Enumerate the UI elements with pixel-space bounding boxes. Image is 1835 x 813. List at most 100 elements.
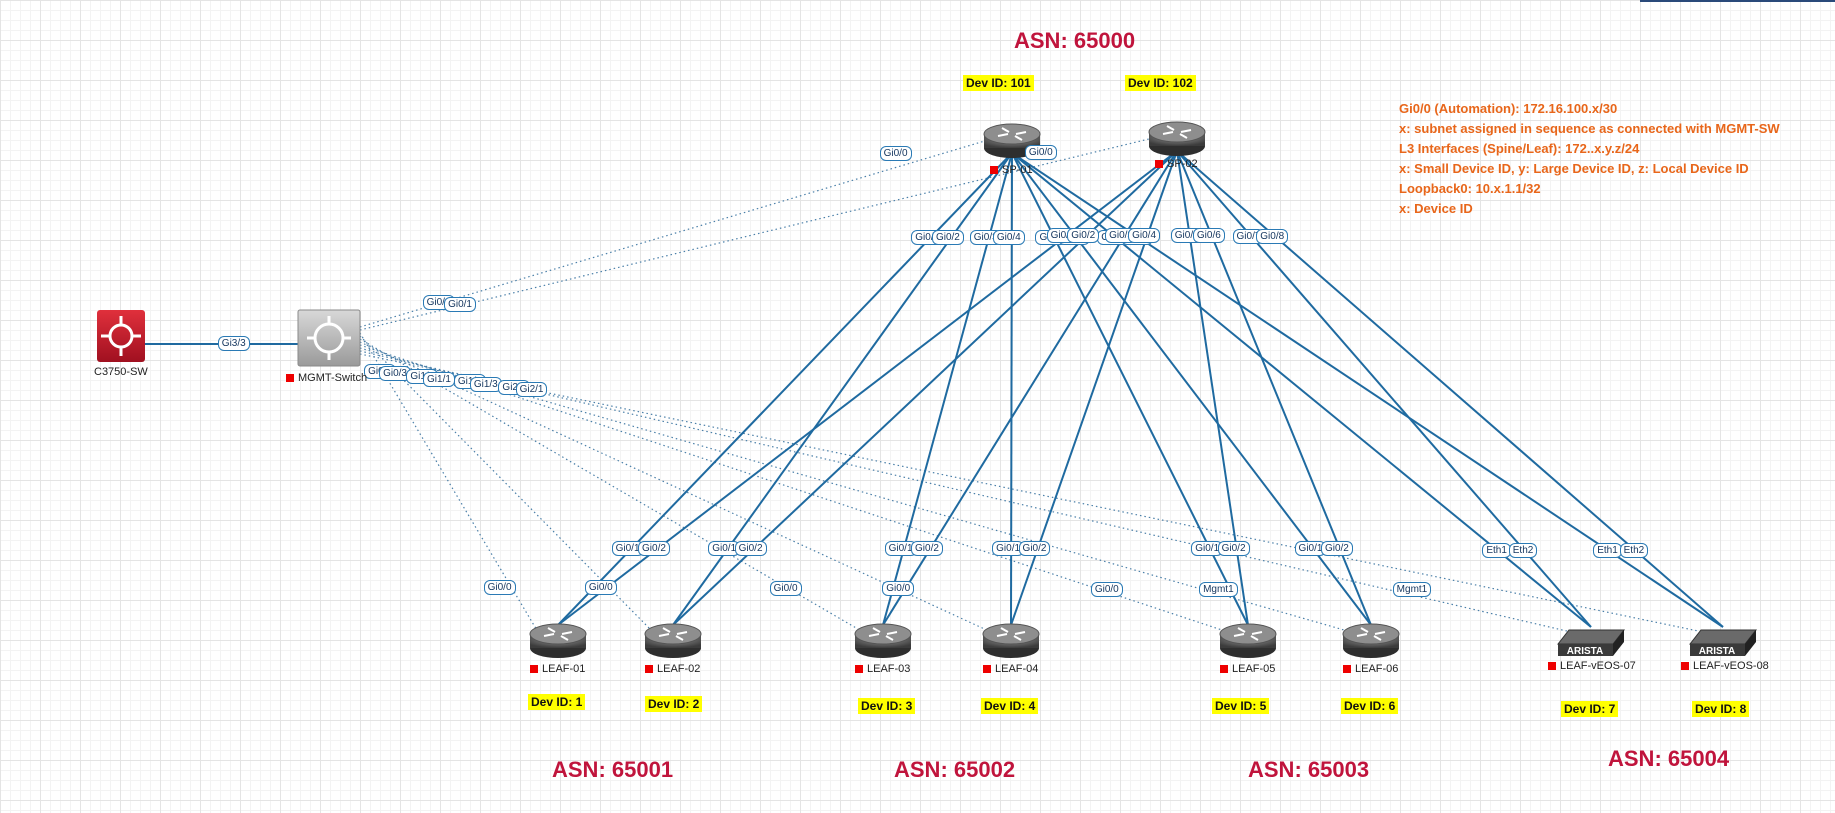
asn-label-leaf78: ASN: 65004 xyxy=(1608,746,1730,771)
leaf-port-label[interactable]: Gi0/2 xyxy=(911,541,943,557)
mgmt-port-label[interactable]: Gi0/0 xyxy=(769,580,802,596)
mgmt-port-label[interactable]: Gi0/1 xyxy=(444,297,476,313)
router-icon-sp02[interactable] xyxy=(1148,121,1206,156)
leaf-port-label[interactable]: Gi0/2 xyxy=(1320,541,1353,557)
device-name: LEAF-02 xyxy=(657,663,701,675)
router-icon-leaf02[interactable] xyxy=(644,623,702,658)
spine-port-label[interactable]: Gi0/4 xyxy=(1128,228,1161,244)
svg-text:ARISTA: ARISTA xyxy=(1567,646,1603,657)
status-indicator xyxy=(1343,665,1351,674)
device-label-leaf02: LEAF-02 xyxy=(645,663,700,675)
device-id-badge-sp02: Dev ID: 102 xyxy=(1125,75,1196,91)
status-indicator xyxy=(1155,160,1163,169)
note-line: x: subnet assigned in sequence as connec… xyxy=(1399,121,1780,136)
mgmt-port-label[interactable]: Gi0/0 xyxy=(1090,581,1123,597)
arista-switch-icon-veos08[interactable]: ARISTA xyxy=(1688,629,1758,657)
leaf-port-label[interactable]: Eth1 xyxy=(1482,543,1511,559)
mgmt-link-leaf04 xyxy=(359,341,992,633)
device-label-sp02: SP-02 xyxy=(1155,158,1198,170)
spine-port-label[interactable]: Gi0/6 xyxy=(1192,228,1225,244)
leaf-port-label[interactable]: Eth2 xyxy=(1508,542,1538,558)
device-label-sp01: SP-01 xyxy=(990,164,1033,176)
device-id-badge-leaf02: Dev ID: 2 xyxy=(645,696,703,712)
status-indicator xyxy=(855,665,863,674)
mgmt-link-sp01 xyxy=(359,139,989,328)
device-label-c3750: C3750-SW xyxy=(94,366,148,378)
mgmt-port-label[interactable]: Gi2/1 xyxy=(515,382,548,398)
note-line: L3 Interfaces (Spine/Leaf): 172..x.y.z/2… xyxy=(1399,141,1640,156)
device-id-badge-leaf05: Dev ID: 5 xyxy=(1212,698,1270,714)
status-indicator xyxy=(645,665,653,674)
asn-label-leaf56: ASN: 65003 xyxy=(1248,757,1370,782)
device-label-leaf04: LEAF-04 xyxy=(983,663,1038,675)
router-icon-leaf04[interactable] xyxy=(982,623,1040,658)
device-id-badge-leaf06: Dev ID: 6 xyxy=(1341,698,1399,714)
spine-port-label[interactable]: Gi0/8 xyxy=(1256,228,1289,244)
device-name: LEAF-01 xyxy=(542,663,586,675)
device-label-leaf03: LEAF-03 xyxy=(855,663,910,675)
status-indicator xyxy=(1681,662,1689,671)
device-name: LEAF-06 xyxy=(1355,663,1399,675)
device-id-badge-leaf01: Dev ID: 1 xyxy=(528,694,586,710)
leaf-port-label[interactable]: Gi0/2 xyxy=(1217,541,1250,557)
device-name: C3750-SW xyxy=(94,366,148,378)
device-label-leaf05: LEAF-05 xyxy=(1220,663,1275,675)
mgmt-port-label[interactable]: Mgmt1 xyxy=(1392,582,1432,598)
mgmt-port-label[interactable]: Mgmt1 xyxy=(1199,581,1238,597)
device-name: LEAF-03 xyxy=(867,663,911,675)
device-id-badge-leaf03: Dev ID: 3 xyxy=(858,698,916,714)
device-name: SP-01 xyxy=(1002,164,1033,176)
router-icon-leaf03[interactable] xyxy=(854,623,912,658)
device-label-veos08: LEAF-vEOS-08 xyxy=(1681,660,1769,672)
status-indicator xyxy=(1220,665,1228,674)
router-icon-leaf01[interactable] xyxy=(529,623,587,658)
mgmt-port-label[interactable]: Gi3/3 xyxy=(217,336,250,351)
spine-port-label[interactable]: Gi0/2 xyxy=(931,229,964,245)
arista-switch-icon-veos07[interactable]: ARISTA xyxy=(1556,629,1626,657)
spine-port-label[interactable]: Gi0/2 xyxy=(1067,228,1100,244)
device-name: LEAF-04 xyxy=(995,663,1039,675)
top-edge-bar xyxy=(1640,0,1835,2)
note-line: Gi0/0 (Automation): 172.16.100.x/30 xyxy=(1399,101,1618,116)
leaf-port-label[interactable]: Gi0/2 xyxy=(1018,541,1051,557)
status-indicator xyxy=(990,166,998,175)
mgmt-port-label[interactable]: Gi0/0 xyxy=(584,580,617,596)
status-indicator xyxy=(286,374,294,383)
note-line: Loopback0: 10.x.1.1/32 xyxy=(1399,181,1541,196)
device-label-mgmt: MGMT-Switch xyxy=(286,372,367,384)
mgmt-port-label[interactable]: Gi0/0 xyxy=(483,580,516,596)
leaf-port-label[interactable]: Gi0/2 xyxy=(734,541,767,557)
addressing-notes: Gi0/0 (Automation): 172.16.100.x/30 x: s… xyxy=(1399,99,1780,219)
asn-label-leaf34: ASN: 65002 xyxy=(894,757,1016,782)
status-indicator xyxy=(530,665,538,674)
device-label-veos07: LEAF-vEOS-07 xyxy=(1548,660,1636,672)
leaf-port-label[interactable]: Gi0/2 xyxy=(638,541,670,557)
device-id-badge-veos08: Dev ID: 8 xyxy=(1692,701,1750,717)
note-line: x: Device ID xyxy=(1399,201,1473,216)
mgmt-port-label[interactable]: Gi0/0 xyxy=(882,581,915,597)
leaf-port-label[interactable]: Eth1 xyxy=(1593,543,1622,559)
device-label-leaf06: LEAF-06 xyxy=(1343,663,1398,675)
mgmt-port-label[interactable]: Gi1/1 xyxy=(423,371,455,387)
mgmt-port-label[interactable]: Gi0/0 xyxy=(1024,145,1057,161)
device-id-badge-veos07: Dev ID: 7 xyxy=(1561,701,1619,717)
svg-text:ARISTA: ARISTA xyxy=(1699,646,1735,657)
device-label-leaf01: LEAF-01 xyxy=(530,663,585,675)
device-id-badge-sp01: Dev ID: 101 xyxy=(963,75,1034,91)
leaf-port-label[interactable]: Eth2 xyxy=(1619,542,1649,558)
device-name: MGMT-Switch xyxy=(298,372,368,384)
device-name: LEAF-05 xyxy=(1232,663,1276,675)
asn-label-spine: ASN: 65000 xyxy=(1014,28,1136,53)
device-name: SP-02 xyxy=(1167,158,1198,170)
mgmt-port-label[interactable]: Gi1/3 xyxy=(469,376,502,392)
switch-icon-mgmt[interactable] xyxy=(297,309,361,367)
router-icon-leaf05[interactable] xyxy=(1219,623,1277,658)
device-name: LEAF-vEOS-08 xyxy=(1693,660,1769,672)
mgmt-port-label[interactable]: Gi0/0 xyxy=(879,146,912,162)
core-switch-icon-c3750[interactable] xyxy=(97,310,145,362)
router-icon-leaf06[interactable] xyxy=(1342,623,1400,658)
mgmt-link-leaf05 xyxy=(359,344,1229,633)
note-line: x: Small Device ID, y: Large Device ID, … xyxy=(1399,161,1749,176)
spine-port-label[interactable]: Gi0/4 xyxy=(992,229,1025,245)
device-name: LEAF-vEOS-07 xyxy=(1560,660,1636,672)
